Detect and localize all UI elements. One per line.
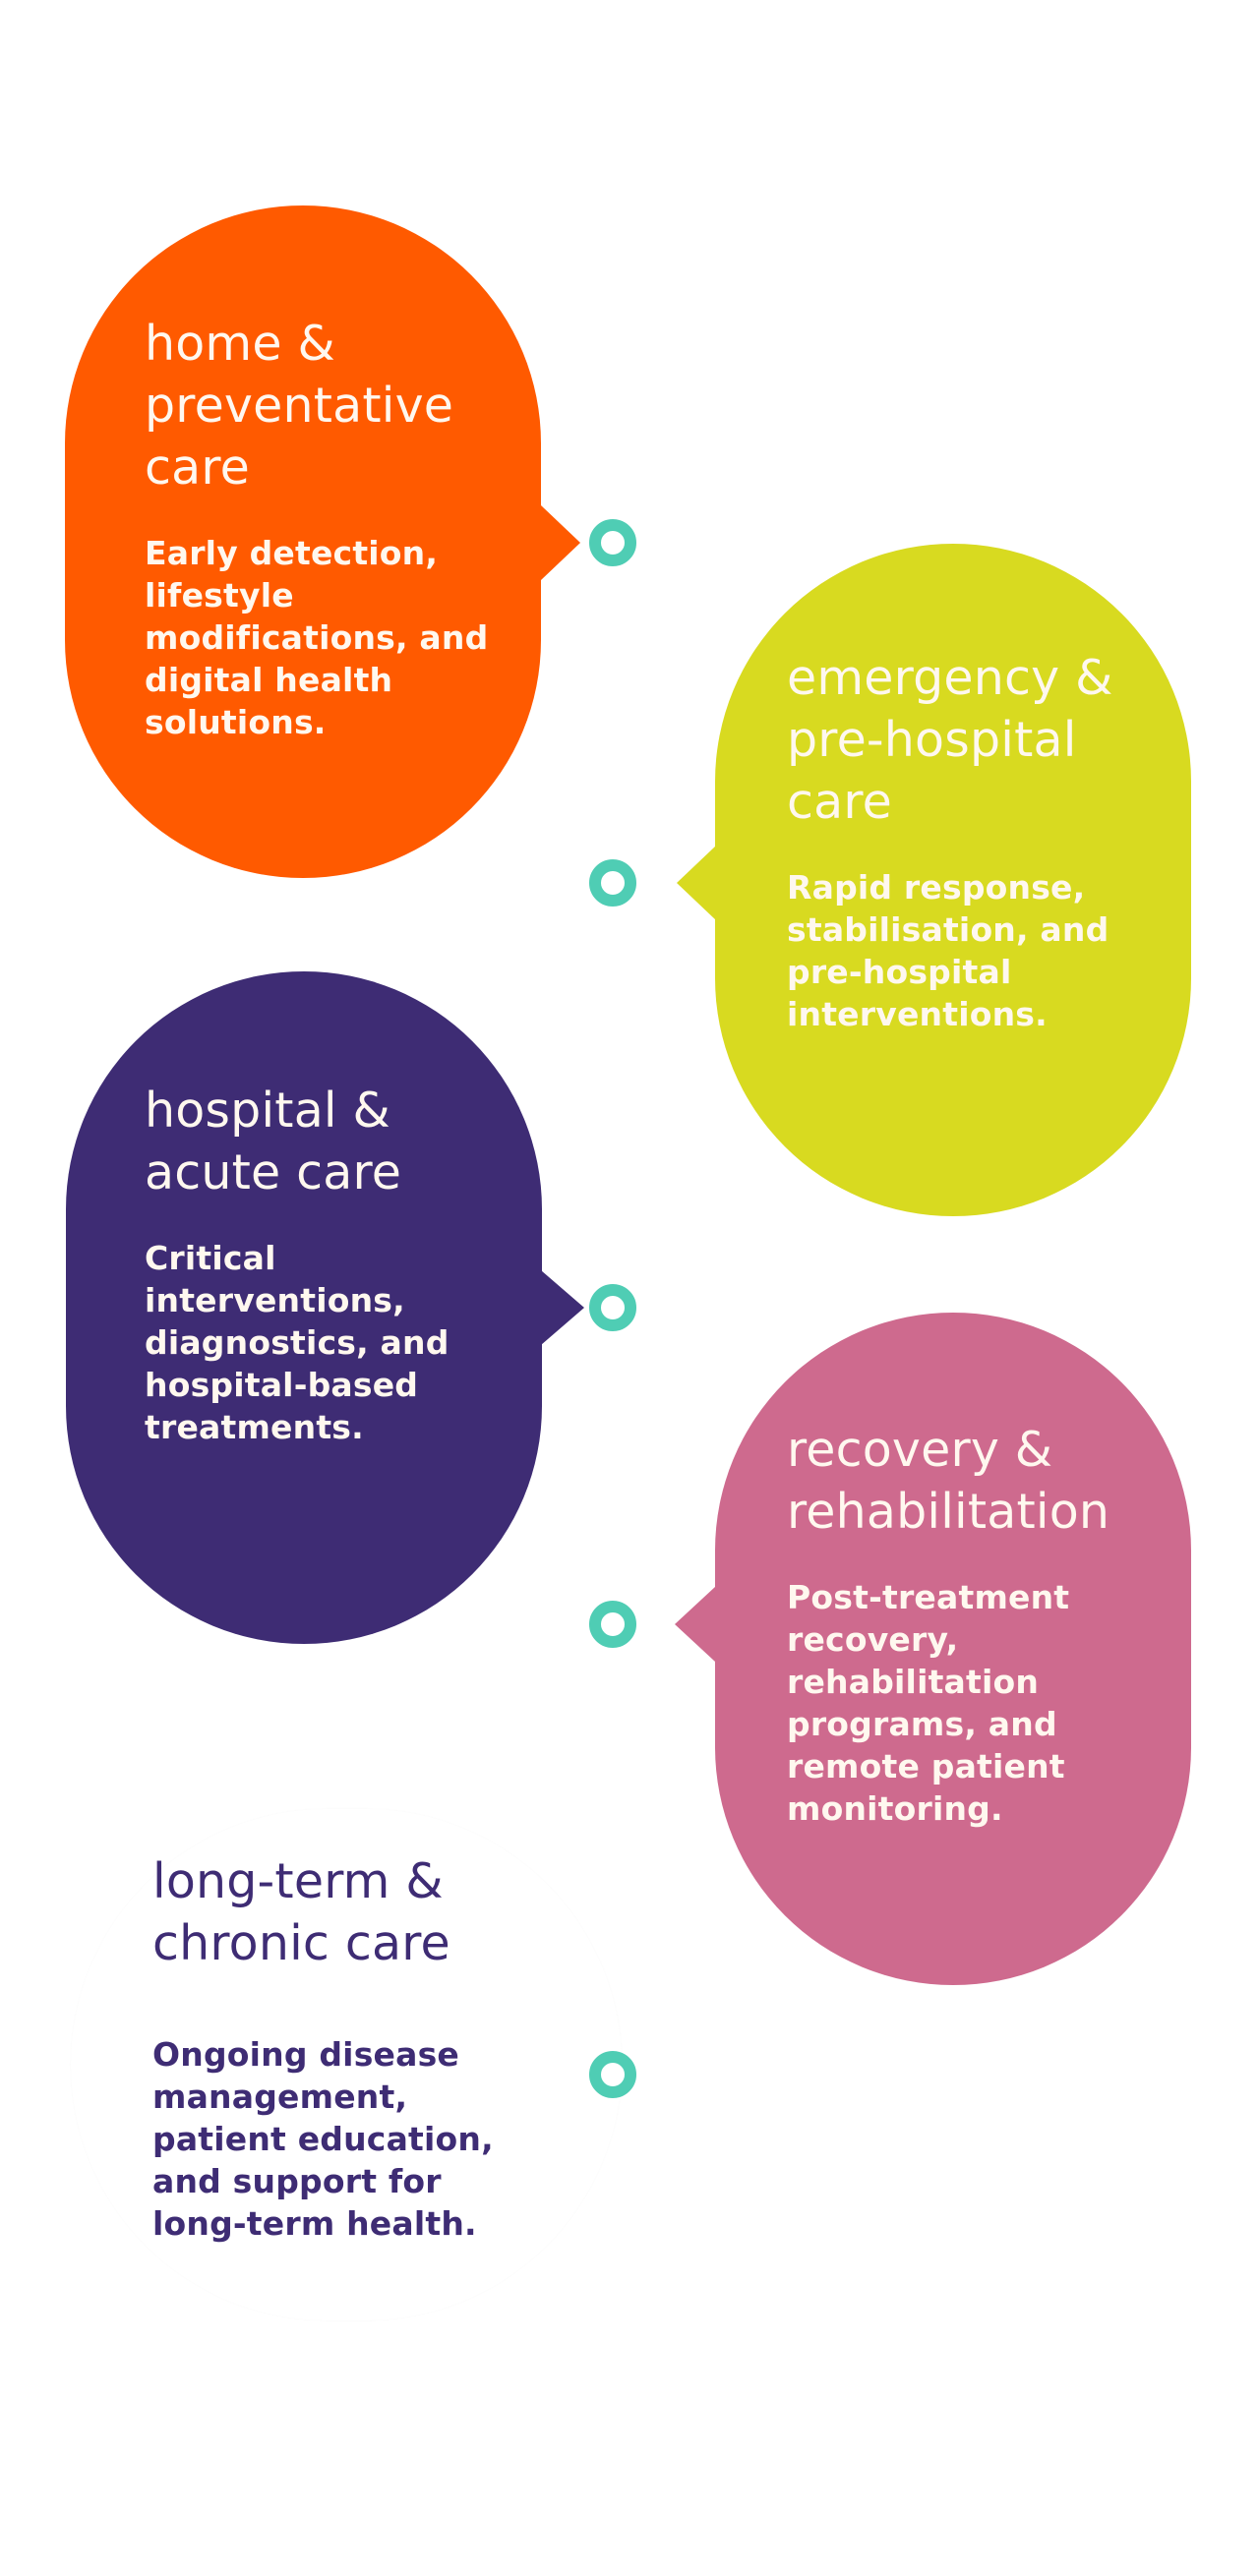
stage-content: emergency & pre-hospital care Rapid resp… [787, 647, 1170, 1035]
stage-content: recovery & rehabilitation Post-treatment… [787, 1419, 1170, 1830]
stage-description: Rapid response, stabilisation, and pre-h… [787, 868, 1109, 1033]
stage-title: home & preventative care [145, 316, 454, 496]
stage-description: Ongoing disease management, patient educ… [152, 2035, 494, 2243]
stage-description: Critical interventions, diagnostics, and… [145, 1239, 450, 1446]
bubble-pointer [677, 846, 716, 920]
timeline-node-icon [589, 859, 636, 907]
stage-title: hospital & acute care [145, 1083, 402, 1200]
timeline-node-icon [589, 1601, 636, 1648]
stage-bubble [715, 1313, 1191, 1985]
bubble-pointer [541, 1270, 584, 1345]
stage-bubble [65, 205, 541, 878]
timeline-node-icon [589, 1284, 636, 1331]
bubble-pointer [541, 505, 580, 580]
stage-description: Early detection, lifestyle modifications… [145, 534, 489, 741]
stage-content: hospital & acute care Critical intervent… [145, 1080, 518, 1448]
stage-title: long-term & chronic care [152, 1853, 450, 1971]
bubble-pointer [675, 1587, 715, 1662]
stage-bubble [715, 544, 1191, 1216]
stage-title: recovery & rehabilitation [787, 1422, 1110, 1540]
stage-bubble [66, 971, 542, 1644]
stage-bubble [71, 1809, 622, 2320]
stage-content: long-term & chronic care Ongoing disease… [152, 1850, 526, 2245]
timeline-node-icon [589, 519, 636, 566]
timeline-node-icon [589, 2051, 636, 2098]
stage-content: home & preventative care Early detection… [145, 313, 518, 743]
stage-description: Post-treatment recovery, rehabilitation … [787, 1578, 1070, 1828]
stage-title: emergency & pre-hospital care [787, 650, 1113, 830]
